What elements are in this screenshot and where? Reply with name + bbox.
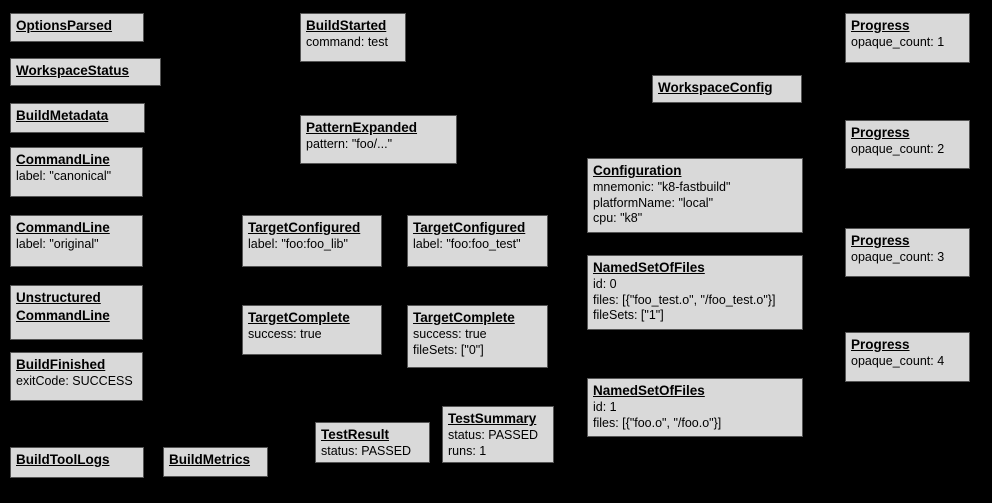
node-title: TestResult <box>321 427 390 442</box>
node-field: label: "original" <box>16 237 99 251</box>
node-build-metrics: BuildMetrics <box>163 447 268 477</box>
node-field: exitCode: SUCCESS <box>16 374 133 388</box>
node-progress-4: Progress opaque_count: 4 <box>845 332 970 382</box>
node-field: opaque_count: 1 <box>851 35 945 49</box>
node-title: Progress <box>851 337 910 352</box>
node-title: BuildToolLogs <box>16 452 110 467</box>
node-title: TargetConfigured <box>413 220 526 235</box>
node-field: opaque_count: 3 <box>851 250 945 264</box>
node-field: files: [{"foo.o", "/foo.o"}] <box>593 415 722 430</box>
node-title: BuildMetadata <box>16 108 109 123</box>
node-title: CommandLine <box>16 152 110 167</box>
node-target-configured-foo-test: TargetConfigured label: "foo:foo_test" <box>407 215 548 267</box>
node-title: BuildStarted <box>306 18 387 33</box>
node-field: status: PASSED <box>448 428 539 442</box>
node-field: opaque_count: 2 <box>851 142 945 156</box>
node-build-tool-logs: BuildToolLogs <box>10 447 144 478</box>
node-title: CommandLine <box>16 220 110 235</box>
node-title: PatternExpanded <box>306 120 418 135</box>
node-title: TargetComplete <box>413 310 515 325</box>
node-field: platformName: "local" <box>593 195 714 210</box>
node-field: command: test <box>306 35 388 49</box>
node-build-started: BuildStarted command: test <box>300 13 406 62</box>
node-title: WorkspaceConfig <box>658 80 773 95</box>
node-title: CommandLine <box>16 308 110 323</box>
node-field: cpu: "k8" <box>593 211 643 225</box>
node-test-result: TestResult status: PASSED <box>315 422 430 463</box>
node-field: id: 0 <box>593 277 617 291</box>
node-target-complete-foo-lib: TargetComplete success: true <box>242 305 382 355</box>
node-target-configured-foo-lib: TargetConfigured label: "foo:foo_lib" <box>242 215 382 267</box>
node-field: opaque_count: 4 <box>851 354 945 368</box>
node-title: TargetComplete <box>248 310 350 325</box>
node-progress-2: Progress opaque_count: 2 <box>845 120 970 169</box>
node-field: fileSets: ["1"] <box>593 308 664 322</box>
node-command-line-canonical: CommandLine label: "canonical" <box>10 147 143 197</box>
node-field: label: "canonical" <box>16 169 112 183</box>
node-title: Unstructured <box>16 290 101 305</box>
node-pattern-expanded: PatternExpanded pattern: "foo/..." <box>300 115 457 164</box>
node-build-metadata: BuildMetadata <box>10 103 145 133</box>
node-title: NamedSetOfFiles <box>593 383 705 398</box>
node-field: success: true <box>248 327 322 341</box>
node-title: TestSummary <box>448 411 537 426</box>
node-field: label: "foo:foo_lib" <box>248 237 348 251</box>
node-field: success: true <box>413 327 487 341</box>
node-command-line-original: CommandLine label: "original" <box>10 215 143 267</box>
node-options-parsed: OptionsParsed <box>10 13 144 42</box>
node-progress-1: Progress opaque_count: 1 <box>845 13 970 63</box>
node-build-finished: BuildFinished exitCode: SUCCESS <box>10 352 143 401</box>
node-field: label: "foo:foo_test" <box>413 237 521 251</box>
node-title: NamedSetOfFiles <box>593 260 705 275</box>
node-configuration: Configuration mnemonic: "k8-fastbuild"pla… <box>587 158 803 233</box>
node-field: fileSets: ["0"] <box>413 342 484 357</box>
node-field: mnemonic: "k8-fastbuild" <box>593 180 731 194</box>
node-title: BuildMetrics <box>169 452 251 467</box>
node-title: Progress <box>851 18 910 33</box>
node-title: BuildFinished <box>16 357 106 372</box>
node-field: pattern: "foo/..." <box>306 137 393 151</box>
node-title: TargetConfigured <box>248 220 361 235</box>
node-title: Configuration <box>593 163 682 178</box>
node-progress-3: Progress opaque_count: 3 <box>845 228 970 277</box>
node-field: status: PASSED <box>321 444 412 458</box>
node-field: id: 1 <box>593 400 617 414</box>
node-field: files: [{"foo_test.o", "/foo_test.o"}] <box>593 292 776 307</box>
node-workspace-config: WorkspaceConfig <box>652 75 802 103</box>
node-field: runs: 1 <box>448 443 487 458</box>
node-title: Progress <box>851 125 910 140</box>
node-title: Progress <box>851 233 910 248</box>
node-title: WorkspaceStatus <box>16 63 130 78</box>
node-workspace-status: WorkspaceStatus <box>10 58 161 86</box>
node-title: OptionsParsed <box>16 18 113 33</box>
